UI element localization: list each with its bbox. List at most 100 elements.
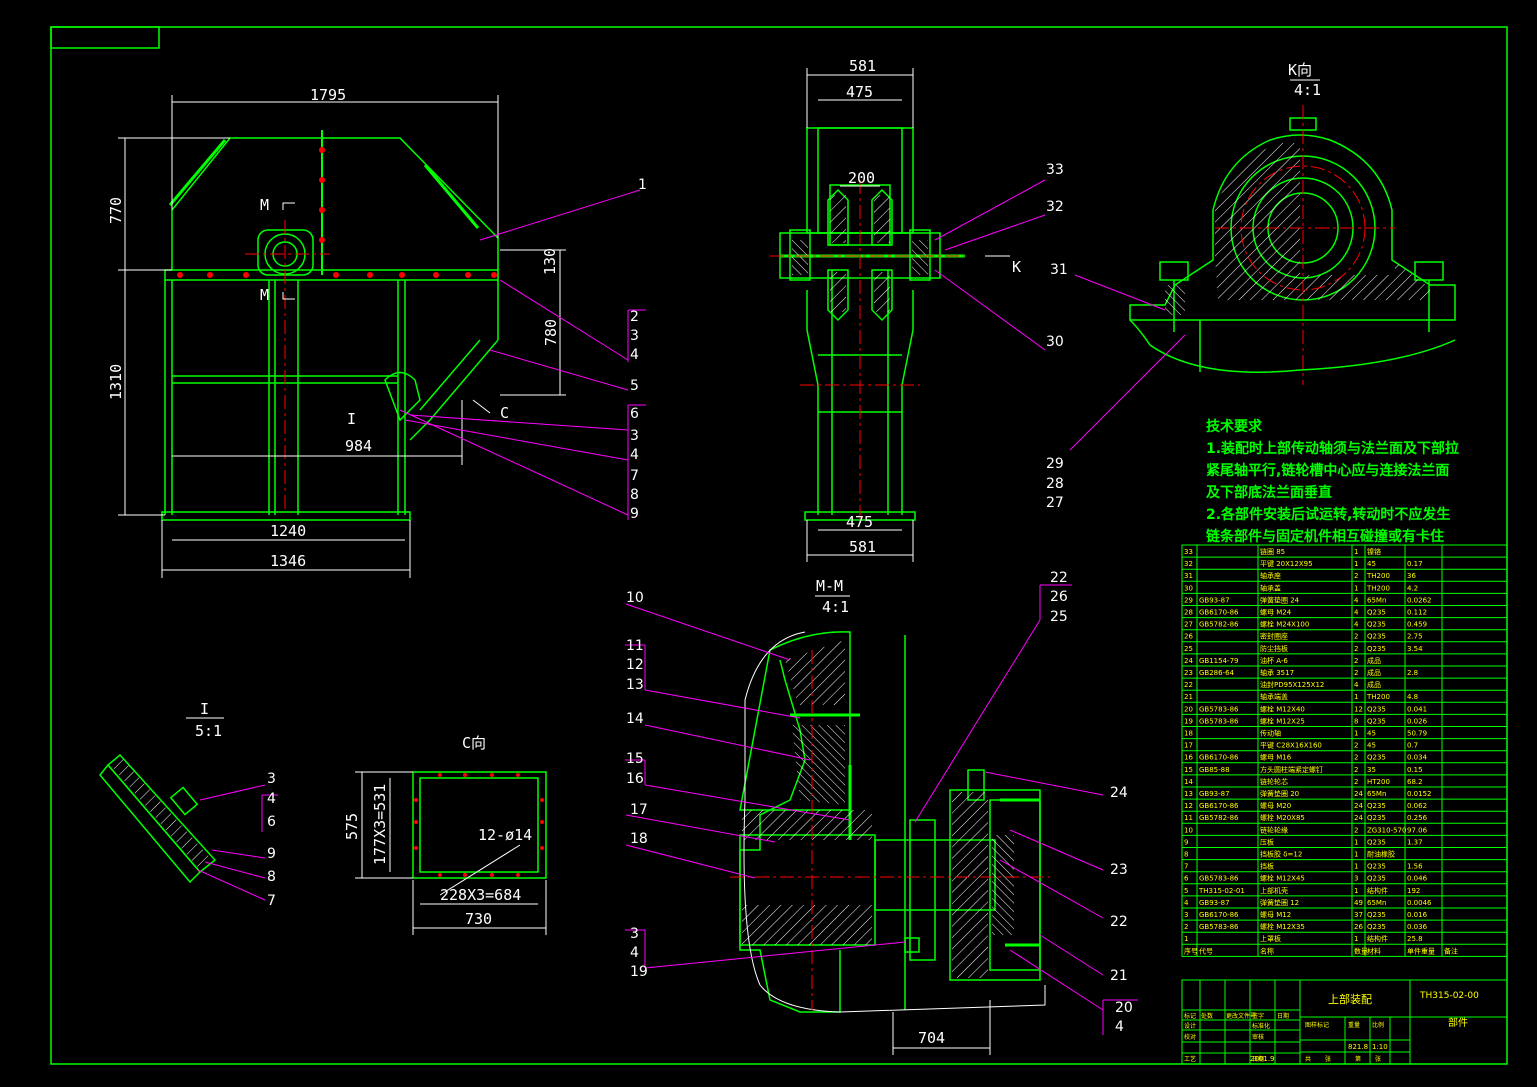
bom-cell: 6 <box>1184 875 1189 883</box>
view-titles: K向 4:1 M-M 4:1 I 5:1 C向 M M K C I <box>195 61 1321 752</box>
bom-cell: GB5783-86 <box>1199 705 1239 713</box>
bom-cell: 1.56 <box>1407 863 1423 871</box>
bom-cell: 0.0152 <box>1407 790 1432 798</box>
balloon-mm_left: 13 <box>626 677 644 693</box>
bom-cell: 45 <box>1367 730 1376 738</box>
bom-cell: 2 <box>1354 826 1358 834</box>
bom-cell: 8 <box>1184 851 1188 859</box>
bom-cell: 2 <box>1354 669 1358 677</box>
bom-cell: 螺栓 M20X85 <box>1260 813 1305 822</box>
bom-header-cell: 数量 <box>1354 946 1368 955</box>
bom-cell: Q235 <box>1367 754 1386 762</box>
dim-200: 200 <box>848 169 875 187</box>
i-view-scale: 5:1 <box>195 722 222 740</box>
bom-cell: 轴承 3517 <box>1260 668 1294 677</box>
dim-1310: 1310 <box>107 364 125 400</box>
dim-177x3: 177X3=531 <box>371 784 389 865</box>
bom-cell: 1 <box>1354 838 1358 846</box>
bom-cell: 65Mn <box>1367 596 1386 604</box>
balloon-mm_left: 16 <box>626 771 644 787</box>
bom-cell: 1 <box>1354 887 1358 895</box>
bom-cell: 平键 20X12X95 <box>1260 559 1313 568</box>
side-view-centerlines <box>770 180 970 520</box>
dim-575: 575 <box>343 813 361 840</box>
bom-cell: 0.041 <box>1407 705 1427 713</box>
balloon-k_view: 28 <box>1046 476 1064 492</box>
k-view-scale: 4:1 <box>1294 81 1321 99</box>
title-block-label: 日期 <box>1277 1012 1289 1020</box>
c-view-title: C向 <box>462 734 486 752</box>
side-view-hatch <box>792 195 928 312</box>
title-block-label: 校对 <box>1184 1033 1196 1041</box>
bom-cell: 2 <box>1354 657 1358 665</box>
bom-cell: 挡板胶 δ=12 <box>1260 850 1302 859</box>
bom-cell: 成品 <box>1367 656 1381 665</box>
bom-cell: 0.7 <box>1407 742 1418 750</box>
bom-cell: 29 <box>1184 596 1193 604</box>
title-block-label: 图样标记 <box>1305 1021 1329 1029</box>
c-view-holes <box>414 773 544 877</box>
balloon-mm_left: 15 <box>626 751 644 767</box>
title-block-label: 张 <box>1325 1055 1331 1063</box>
bom-cell: HT200 <box>1367 778 1390 786</box>
tech-line: 2.各部件安装后试运转,转动时不应发生 <box>1206 507 1451 523</box>
bom-cell: 1 <box>1354 693 1358 701</box>
balloon-mm_left: 11 <box>626 638 644 654</box>
bom-cell: ZG310-570 <box>1367 826 1406 834</box>
view-arrow-c: C <box>500 404 509 422</box>
balloon-mm_right: 4 <box>1115 1019 1124 1035</box>
bom-cell: 2 <box>1354 754 1358 762</box>
side-dimension-lines <box>806 68 1010 562</box>
bom-cell: 36 <box>1407 572 1416 580</box>
bom-cell: 2.8 <box>1407 669 1418 677</box>
balloon-labels: 1234563478933323031292827346987101112131… <box>267 162 1133 1035</box>
balloon-i_view: 8 <box>267 869 276 885</box>
title-block-label: 张 <box>1375 1055 1381 1063</box>
bom-cell: 2 <box>1354 645 1358 653</box>
tech-line: 链条部件与固定机件相互碰撞或有卡住 <box>1206 529 1444 545</box>
bom-cell: Q235 <box>1367 621 1386 629</box>
bom-cell: 螺栓 M24X100 <box>1260 620 1309 629</box>
bom-cell: 4.8 <box>1407 693 1418 701</box>
dim-770: 770 <box>107 197 125 224</box>
bom-cell: 25.8 <box>1407 935 1423 943</box>
bom-cell: 1 <box>1354 863 1358 871</box>
side-leaders <box>934 179 1046 351</box>
bom-cell: 上部机壳 <box>1260 886 1288 895</box>
title-block-label: 第 <box>1355 1055 1361 1063</box>
k-view-title: K向 <box>1288 61 1312 79</box>
bom-cell: Q235 <box>1367 802 1386 810</box>
balloon-mm_left: 10 <box>626 590 644 606</box>
bom-cell: Q235 <box>1367 838 1386 846</box>
bom-cell: 9 <box>1184 838 1188 846</box>
balloon-mm_left: 3 <box>630 926 639 942</box>
mm-view-title: M-M <box>816 577 843 595</box>
balloon-side: 33 <box>1046 162 1064 178</box>
balloon-mm_left: 18 <box>630 831 648 847</box>
bom-cell: 0.0262 <box>1407 596 1432 604</box>
bom-cell: 螺栓 M12X35 <box>1260 922 1305 931</box>
bom-cell: 50.79 <box>1407 730 1427 738</box>
balloon-mm_left: 4 <box>630 945 639 961</box>
balloon-front: 6 <box>630 406 639 422</box>
bom-cell: 2 <box>1354 778 1358 786</box>
bom-cell: 0.112 <box>1407 609 1427 617</box>
front-leaders <box>399 189 646 520</box>
tech-title: 技术要求 <box>1206 419 1262 435</box>
bom-cell: GB5783-86 <box>1199 923 1239 931</box>
bom-cell: 5 <box>1184 887 1188 895</box>
balloon-i_view: 4 <box>267 791 276 807</box>
bom-cell: 0.459 <box>1407 621 1427 629</box>
bom-cell: Q235 <box>1367 911 1386 919</box>
bom-header-cell: 代号 <box>1199 946 1213 955</box>
bom-cell: 螺母 M24 <box>1260 608 1292 617</box>
dim-1240: 1240 <box>270 522 306 540</box>
bom-cell: 2 <box>1354 572 1358 580</box>
bom-cell: 7 <box>1184 863 1188 871</box>
bom-header-cell: 备注 <box>1444 946 1458 955</box>
balloon-mm_left: 19 <box>630 964 648 980</box>
bom-cell: 轴承端盖 <box>1260 692 1288 701</box>
bom-cell: 31 <box>1184 572 1193 580</box>
bom-cell: 24 <box>1354 802 1363 810</box>
